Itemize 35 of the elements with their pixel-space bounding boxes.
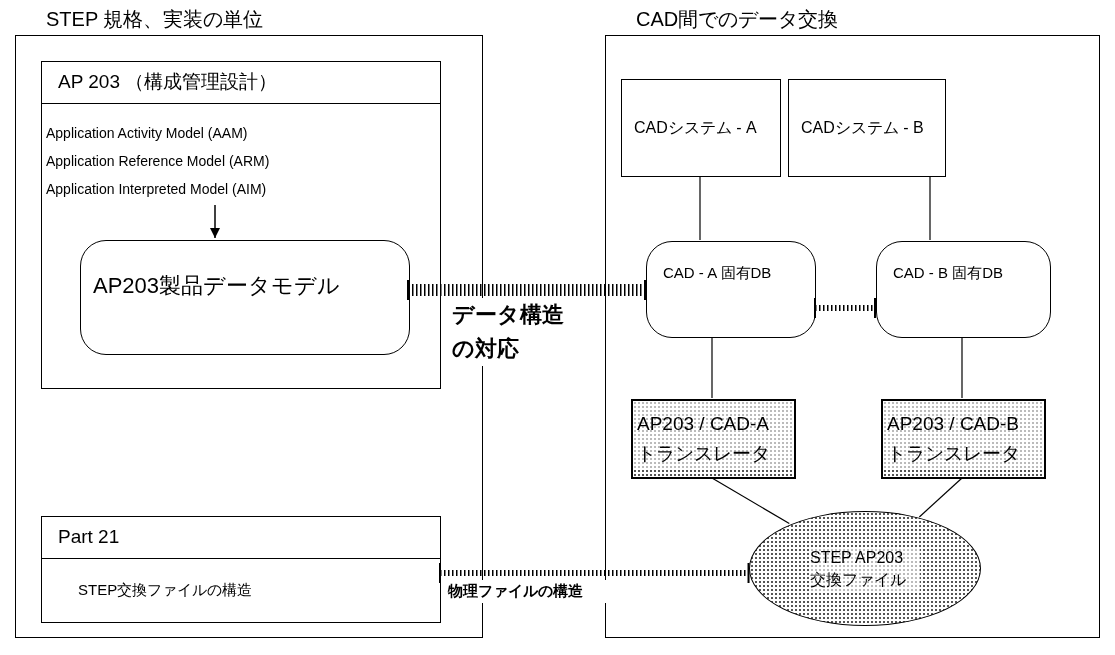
box-title: Part 21 (42, 517, 440, 559)
connector-line (711, 477, 790, 525)
model-name: Application Activity Model (AAM) (46, 124, 249, 143)
connector-line (929, 175, 931, 241)
rounded-box (80, 240, 410, 355)
system-box (788, 79, 946, 177)
box-label: AP203 / CAD-A トランスレータ (633, 401, 794, 469)
box-label: AP203製品データモデル (92, 272, 342, 300)
box-title: AP 203 （構成管理設計） (42, 62, 440, 104)
rounded-box (646, 241, 816, 338)
model-name: Application Reference Model (ARM) (46, 152, 271, 171)
box-label: CADシステム - B (800, 118, 925, 138)
ellipse-label: STEP AP203 交換ファイル (810, 546, 920, 591)
box-label: AP203 / CAD-B トランスレータ (883, 401, 1044, 469)
box-label: CADシステム - A (633, 118, 758, 138)
dotted-connector (814, 298, 876, 318)
box-label: CAD - B 固有DB (892, 263, 1004, 283)
translator-box (631, 399, 796, 479)
dotted-connector (439, 563, 750, 583)
connector-line (711, 336, 713, 399)
translator-box (881, 399, 1046, 479)
panel-heading: STEP 規格、実装の単位 (46, 7, 264, 32)
connector-line (699, 175, 701, 241)
box-body-text: STEP交換ファイルの構造 (77, 579, 254, 600)
connector-line (961, 336, 963, 399)
system-box (621, 79, 781, 177)
dotted-connector (407, 280, 646, 300)
connector-line (918, 477, 963, 518)
box-label: CAD - A 固有DB (662, 263, 773, 283)
titled-box (41, 61, 441, 389)
titled-box (41, 516, 441, 623)
rounded-box (876, 241, 1051, 338)
panel-heading: CAD間でのデータ交換 (636, 7, 839, 32)
arrow (210, 204, 220, 239)
model-name: Application Interpreted Model (AIM) (46, 180, 268, 199)
